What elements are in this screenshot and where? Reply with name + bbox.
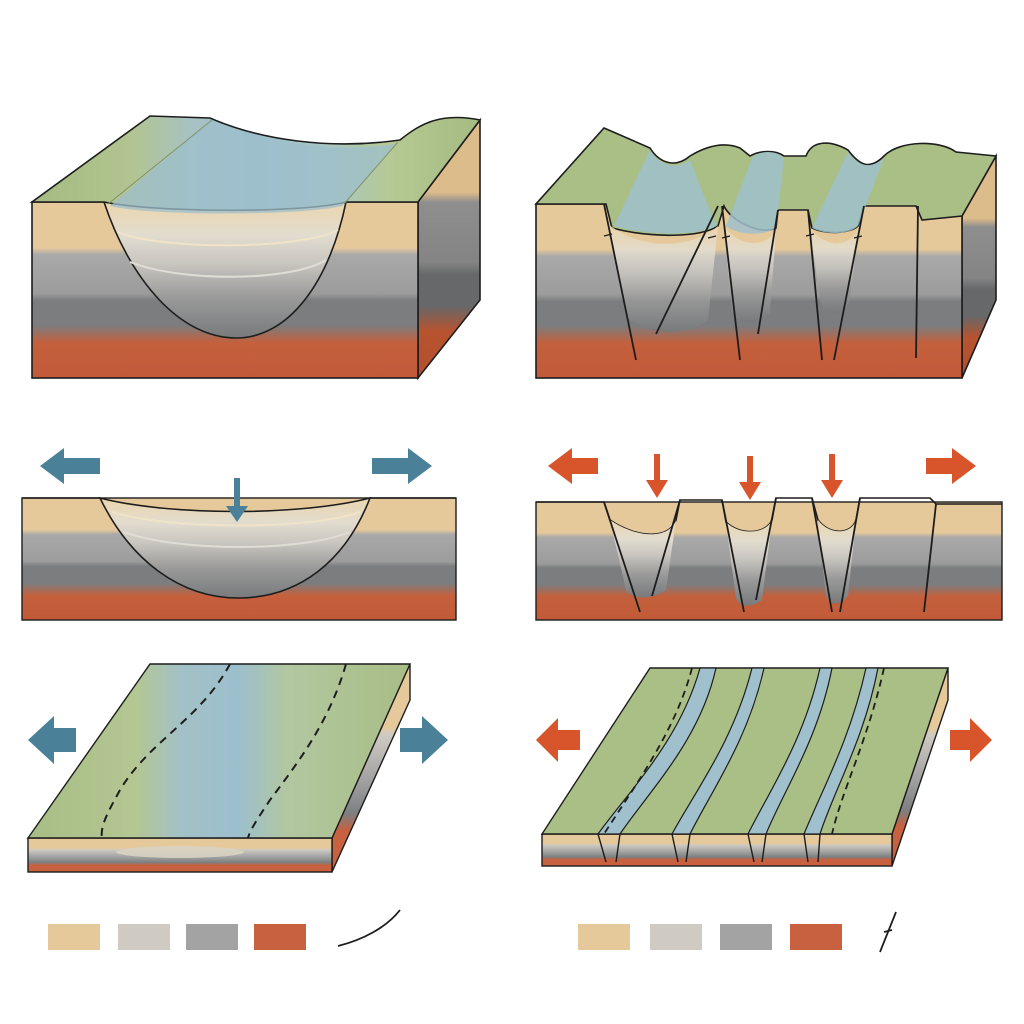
left-block-water — [110, 120, 396, 214]
legend-swatch-red — [790, 924, 842, 950]
right-block-channel-water — [726, 152, 784, 234]
legend-swatch-gray — [720, 924, 772, 950]
legend-swatch-light-gray — [118, 924, 170, 950]
right-block-3d — [534, 127, 998, 379]
legend-right — [578, 911, 897, 953]
left-extension-arrows — [28, 448, 448, 764]
right-slab-dashed-boundary — [831, 667, 885, 835]
right-cross-section — [535, 497, 1003, 621]
legend-swatch-light-gray — [650, 924, 702, 950]
legend-left — [48, 909, 401, 950]
legend-curve-icon — [337, 909, 401, 947]
right-compression-arrows — [536, 448, 992, 762]
arrow-right-icon — [926, 448, 976, 484]
legend-swatch-sand — [578, 924, 630, 950]
right-flat-slab — [540, 667, 949, 867]
legend-swatch-red — [254, 924, 306, 950]
arrow-right-icon — [372, 448, 432, 484]
arrow-right-icon — [400, 716, 448, 764]
left-slab-surface — [26, 663, 412, 839]
left-block-basin-section — [102, 201, 347, 339]
arrow-left-icon — [536, 718, 580, 762]
left-block-3d — [29, 115, 482, 381]
right-block-channel-water — [812, 152, 884, 234]
right-section-strata — [535, 501, 1003, 621]
arrow-left-icon — [28, 716, 76, 764]
arrow-down-icon — [226, 478, 248, 522]
arrow-left-icon — [548, 448, 598, 484]
left-cross-section — [21, 496, 457, 621]
left-slab-dashed-boundary — [100, 663, 231, 839]
right-block-channel-water — [614, 150, 716, 234]
right-section-graben — [610, 520, 676, 598]
left-slab-dashed-boundary — [247, 663, 347, 839]
legend-fault-icon — [879, 911, 897, 953]
legend-swatch-gray — [186, 924, 238, 950]
arrow-left-icon — [40, 448, 100, 484]
right-section-faults — [603, 497, 937, 613]
arrow-down-icon — [821, 454, 843, 498]
arrow-down-icon — [739, 456, 761, 500]
legend-swatch-sand — [48, 924, 100, 950]
right-section-graben — [726, 520, 772, 606]
right-block-faults — [603, 203, 919, 361]
right-slab-front — [541, 833, 893, 867]
arrow-right-icon — [950, 718, 992, 762]
arrow-down-icon — [646, 454, 668, 498]
left-flat-slab — [26, 663, 412, 873]
